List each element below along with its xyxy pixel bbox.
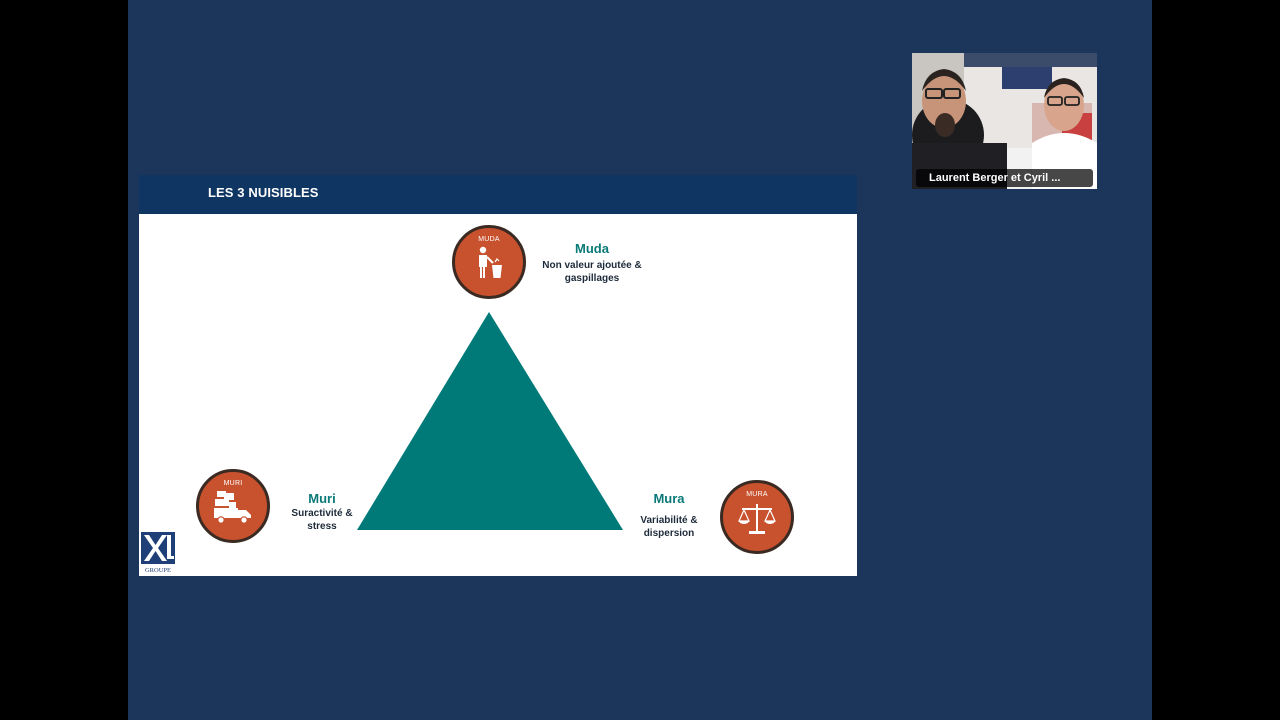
muri-description: Suractivité & stress — [279, 507, 365, 533]
participant-name-caption: Laurent Berger et Cyril ... — [916, 169, 1093, 187]
triangle-diagram — [357, 312, 623, 530]
mura-badge: MURA — [720, 480, 794, 554]
xl-groupe-logo: GROUPE — [141, 532, 175, 574]
mura-term: Mura — [653, 491, 685, 506]
muda-badge-label: MUDA — [478, 236, 500, 243]
mura-desc-line1: Variabilité & — [640, 515, 698, 526]
xl-logo-mark: GROUPE — [141, 532, 175, 574]
scales-icon — [738, 504, 776, 534]
muri-badge-label: MURI — [223, 480, 243, 487]
mura-badge-label: MURA — [746, 491, 768, 498]
muda-badge: MUDA — [452, 225, 526, 299]
trash-person-icon — [479, 246, 502, 278]
muda-term: Muda — [575, 241, 609, 256]
muda-desc-line1: Non valeur ajoutée & — [542, 260, 642, 271]
slide-header: LES 3 NUISIBLES — [139, 175, 857, 214]
mura-desc-line2: dispersion — [643, 528, 695, 539]
muri-badge: MURI — [196, 469, 270, 543]
shared-slide: LES 3 NUISIBLES MUDA Muda Non valeur ajo… — [139, 175, 857, 576]
participant-video-tile[interactable]: Laurent Berger et Cyril ... — [912, 53, 1097, 189]
muda-desc-line2: gaspillages — [564, 273, 620, 284]
mura-description: Variabilité & dispersion — [623, 514, 715, 540]
xl-logo-subtitle: GROUPE — [145, 567, 171, 574]
slide-title: LES 3 NUISIBLES — [208, 185, 319, 200]
muri-desc-line2: stress — [307, 521, 337, 532]
muri-term: Muri — [308, 491, 336, 506]
overloaded-truck-icon — [214, 491, 251, 524]
muda-description: Non valeur ajoutée & gaspillages — [525, 259, 659, 285]
muri-desc-line1: Suractivité & — [291, 508, 353, 519]
